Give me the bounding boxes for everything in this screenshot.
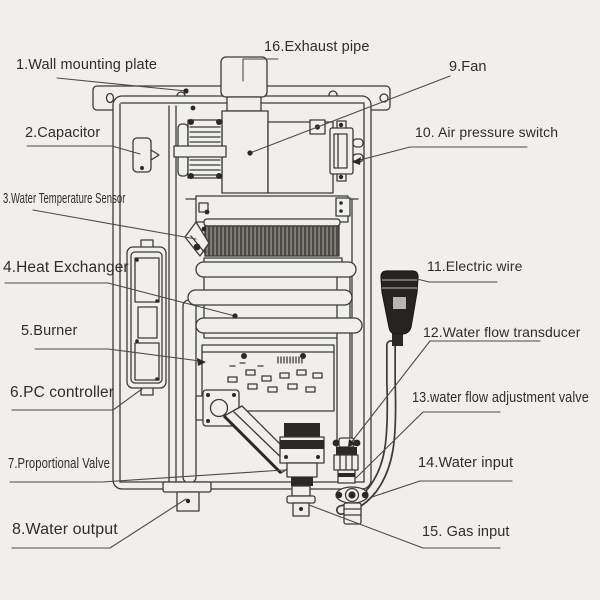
label-water-temperature-sensor: 3.Water Temperature Sensor [3, 190, 126, 207]
pc-controller [126, 239, 167, 396]
gas-input [286, 485, 316, 517]
air-pressure-switch [329, 120, 364, 182]
leader-lines [4, 58, 541, 549]
label-burner: 5.Burner [21, 323, 78, 339]
capacitor [132, 137, 160, 173]
label-air-pressure-switch: 10. Air pressure switch [415, 124, 559, 140]
label-water-input: 14.Water input [418, 455, 514, 471]
label-pc-controller: 6.PC controller [10, 384, 115, 401]
fan-motor [173, 119, 227, 179]
label-proportional-valve: 7.Proportional Valve [8, 455, 110, 472]
label-electric-wire: 11.Electric wire [427, 258, 523, 274]
water-flow-adjustment-valve [333, 454, 359, 484]
water-input [335, 486, 369, 525]
electric-wire-plug [380, 270, 419, 346]
fan [221, 110, 334, 194]
water-output [162, 481, 212, 512]
label-heat-exchanger: 4.Heat Exchanger [3, 259, 129, 276]
exhaust-pipe [220, 56, 268, 112]
label-water-output: 8.Water output [12, 521, 118, 538]
label-fan: 9.Fan [449, 59, 487, 75]
label-water-flow-adjustment-valve: 13.water flow adjustment valve [412, 389, 589, 406]
label-gas-input: 15. Gas input [422, 524, 510, 540]
proportional-valve [279, 423, 325, 486]
label-exhaust-pipe: 16.Exhaust pipe [264, 39, 370, 55]
heat-exchanger [182, 195, 363, 484]
label-capacitor: 2.Capacitor [25, 125, 101, 141]
label-water-flow-transducer: 12.Water flow transducer [423, 324, 581, 340]
water-temperature-sensor [184, 209, 210, 257]
label-wall-mounting-plate: 1.Wall mounting plate [16, 57, 157, 73]
